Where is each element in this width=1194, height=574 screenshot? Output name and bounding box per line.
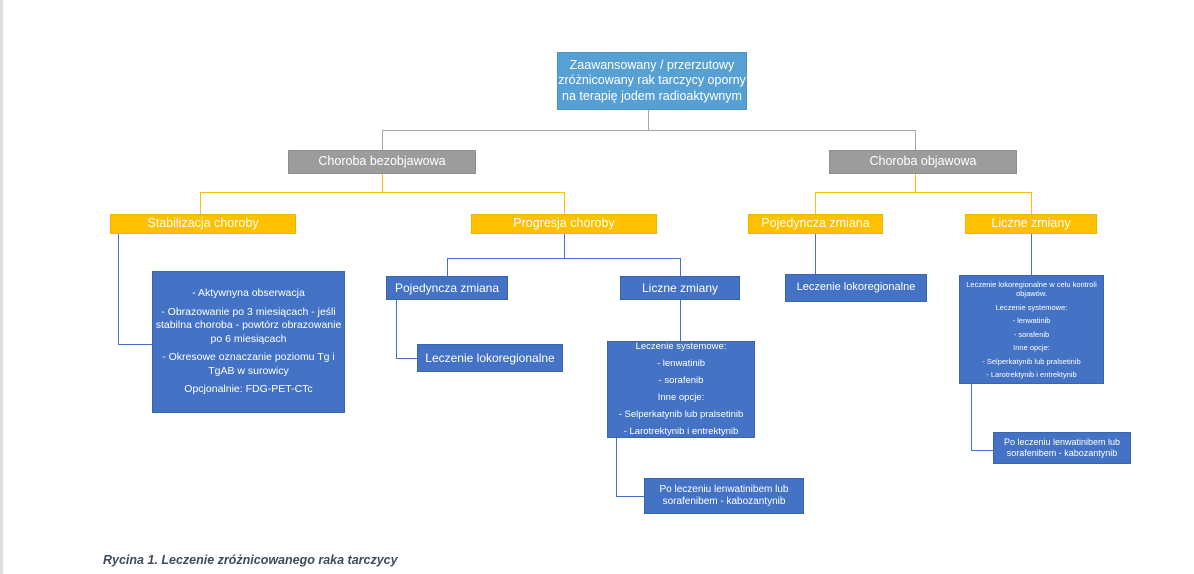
connector-sym-systemic-down [971,384,972,450]
connector-stabilization-down [118,234,119,344]
connector-prog-single-to-treatment [396,358,418,359]
node-prog-single-treatment-label: Leczenie lokoregionalne [425,350,555,365]
node-symptomatic-label: Choroba objawowa [869,154,977,169]
node-sym-systemic-line4: - lenwatinib [1012,316,1051,325]
connector-root-bar [382,130,915,131]
node-stabilization[interactable]: Stabilizacja choroby [110,214,296,234]
node-observation-line6: TgAB w surowicy [208,364,289,377]
node-root-line2: zróżnicowany rak tarczycy oporny [558,73,746,88]
connector-asymptomatic-to-stabilization [200,192,201,214]
node-sym-second-line-line2: sorafenibem - kabozantynib [1006,448,1118,458]
connector-symptomatic-bar [815,192,1031,193]
node-sym-multiple-label: Liczne zmiany [991,216,1071,231]
node-prog-second-line-line1: Po leczeniu lenwatinibem lub [659,483,789,495]
connector-progression-to-multiple [680,258,681,276]
node-sym-systemic-line7: - Selperkatynib lub pralsetinib [982,356,1081,366]
node-sym-single-treatment[interactable]: Leczenie lokoregionalne [785,274,927,302]
node-prog-systemic-line3: - sorafenib [658,375,704,387]
node-observation-line3: stabilna choroba - powtórz obrazowanie [155,319,342,332]
connector-symptomatic-down [915,174,916,192]
node-progression[interactable]: Progresja choroby [471,214,657,234]
node-root-line1: Zaawansowany / przerzutowy [569,57,735,72]
node-sym-systemic-line3: Leczenie systemowe: [995,302,1068,312]
node-prog-second-line-line2: sorafenibem - kabozantynib [662,496,786,507]
connector-asymptomatic-to-progression [564,192,565,214]
figure-caption: Rycina 1. Leczenie zróżnicowanego raka t… [103,553,398,567]
node-observation-line5: - Okresowe oznaczanie poziomu Tg i [162,351,335,364]
connector-progression-to-single [447,258,448,276]
node-prog-systemic-line5: - Selperkatynib lub pralsetinib [618,409,744,421]
connector-prog-systemic-to-second-line [616,496,644,497]
node-root[interactable]: Zaawansowany / przerzutowy zróżnicowany … [557,52,747,110]
node-asymptomatic-label: Choroba bezobjawowa [318,154,446,169]
node-prog-systemic-line6: - Larotrektynib i entrektynib [623,426,739,438]
connector-sym-systemic-to-second-line [971,450,993,451]
node-progression-label: Progresja choroby [513,216,615,231]
node-prog-single[interactable]: Pojedyncza zmiana [386,276,508,300]
connector-sym-multiple-to-systemic [1031,234,1032,275]
node-sym-multiple[interactable]: Liczne zmiany [965,214,1097,234]
connector-prog-systemic-down [616,438,617,496]
connector-progression-bar [447,258,680,259]
node-asymptomatic[interactable]: Choroba bezobjawowa [288,150,476,174]
connector-asymptomatic-bar [200,192,565,193]
node-sym-single-treatment-label: Leczenie lokoregionalne [796,281,916,294]
connector-prog-multiple-to-systemic [680,300,681,341]
connector-root-down [648,110,649,130]
node-observation-line2: - Obrazowanie po 3 miesiącach - jeśli [161,306,336,319]
node-prog-multiple[interactable]: Liczne zmiany [620,276,740,300]
node-prog-systemic-line1: Leczenie systemowe: [635,340,727,352]
node-sym-second-line-line1: Po leczeniu lenwatinibem lub [1003,436,1121,447]
node-prog-second-line[interactable]: Po leczeniu lenwatinibem lub sorafenibem… [644,478,804,514]
node-prog-single-label: Pojedyncza zmiana [394,280,500,295]
connector-symptomatic-to-multiple [1031,192,1032,214]
node-stabilization-label: Stabilizacja choroby [147,216,259,231]
node-sym-systemic[interactable]: Leczenie lokoregionalne w celu kontroli … [959,275,1104,384]
node-prog-systemic-line4: Inne opcje: [657,392,705,404]
node-prog-systemic-line2: - lenwatinib [656,357,706,369]
node-sym-single-label: Pojedyncza zmiana [761,216,870,231]
connector-sym-single-to-treatment [815,234,816,274]
node-root-line3: na terapię jodem radioaktywnym [562,88,742,103]
node-sym-second-line[interactable]: Po leczeniu lenwatinibem lub sorafenibem… [993,432,1131,464]
node-symptomatic[interactable]: Choroba objawowa [829,150,1017,174]
node-observation-line1: - Aktywnyna obserwacja [192,287,305,300]
node-observation[interactable]: - Aktywnyna obserwacja - Obrazowanie po … [152,271,345,413]
node-prog-systemic[interactable]: Leczenie systemowe: - lenwatinib - soraf… [607,341,755,438]
connector-symptomatic-to-single [815,192,816,214]
node-sym-systemic-line5: - sorafenib [1013,329,1050,339]
node-prog-single-treatment[interactable]: Leczenie lokoregionalne [417,344,563,372]
node-sym-systemic-line6: Inne opcje: [1013,343,1050,352]
node-sym-single[interactable]: Pojedyncza zmiana [748,214,883,234]
node-prog-multiple-label: Liczne zmiany [641,280,719,295]
connector-asymptomatic-down [382,174,383,192]
node-sym-systemic-line8: - Larotrektynib i entrektynib [986,370,1077,379]
node-observation-line4: po 6 miesiącach [210,332,287,345]
node-sym-systemic-line2: objawów. [1016,289,1047,298]
connector-prog-single-down [396,300,397,358]
connector-progression-down [564,234,565,258]
connector-root-to-asymptomatic [382,130,383,152]
node-sym-systemic-line1: Leczenie lokoregionalne w celu kontroli [966,279,1097,289]
node-observation-line7: Opcjonalnie: FDG-PET-CTc [184,383,313,396]
connector-root-to-symptomatic [915,130,916,152]
connector-stabilization-to-observation [118,344,152,345]
